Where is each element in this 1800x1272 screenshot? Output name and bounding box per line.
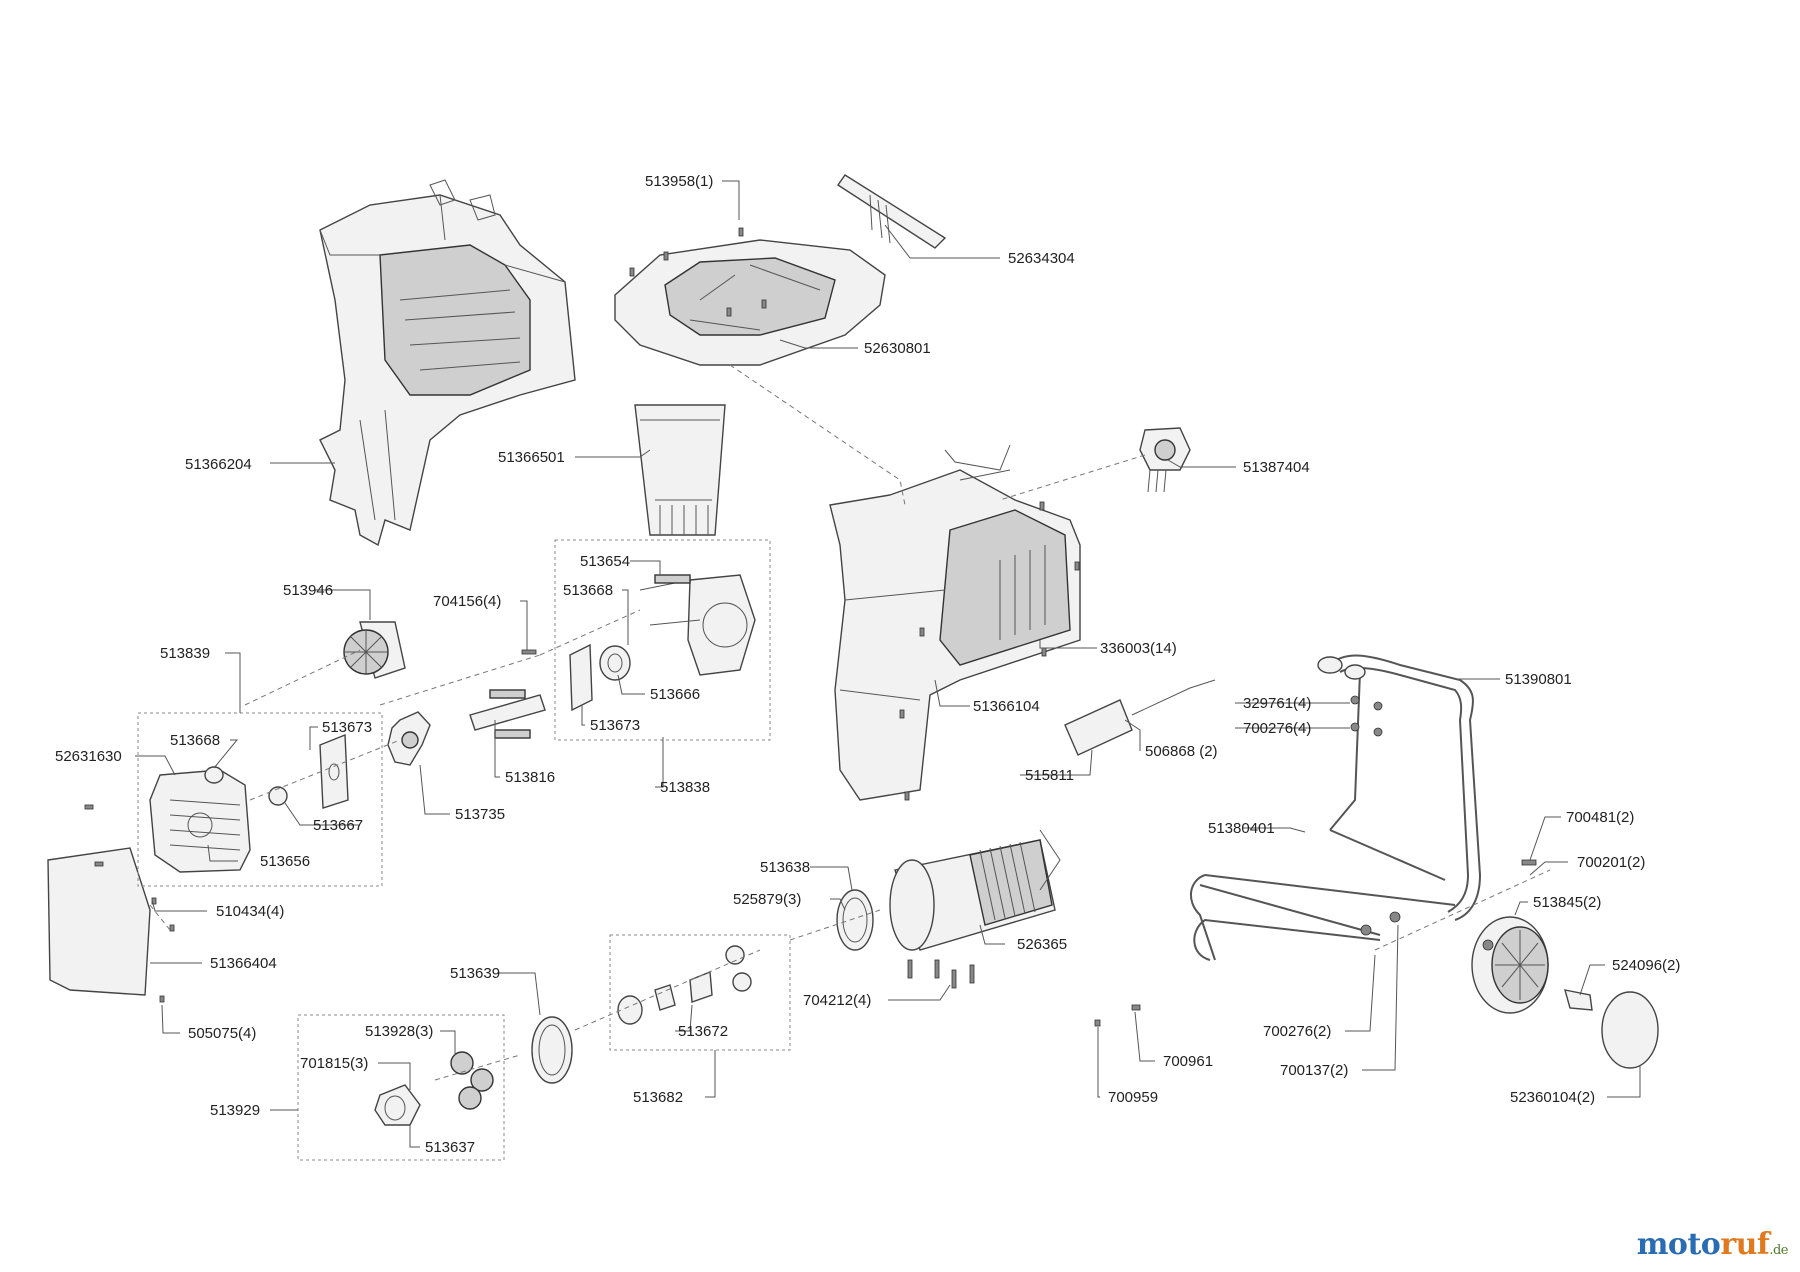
label-513816: 513816 [505,769,555,786]
label-329761: 329761(4) [1243,695,1311,712]
label-513667: 513667 [313,817,363,834]
label-513929: 513929 [210,1102,260,1119]
label-704212: 704212(4) [803,992,871,1009]
label-52360104: 52360104(2) [1510,1089,1595,1106]
label-336003: 336003(14) [1100,640,1177,657]
label-700481: 700481(2) [1566,809,1634,826]
group-box-513682 [609,934,791,1051]
switch-drawing [1139,427,1191,493]
watermark-part-3: .de [1769,1243,1788,1258]
label-52634304: 52634304 [1008,250,1075,267]
label-513839: 513839 [160,645,210,662]
label-515811: 515811 [1025,767,1074,784]
assembly-dash-lines [149,364,1551,1081]
label-700276-lower: 700276(2) [1263,1023,1331,1040]
label-700959: 700959 [1108,1089,1158,1106]
watermark-part-1: moto [1636,1227,1721,1262]
site-watermark: motoruf.de [1636,1227,1789,1262]
label-513845: 513845(2) [1533,894,1601,911]
frame-drawing [1190,654,1482,961]
front-cover-drawing [47,847,151,996]
label-513668-lower: 513668 [170,732,220,749]
leader-lines [135,180,1641,1148]
label-513838: 513838 [660,779,710,796]
label-51380401: 51380401 [1208,820,1275,837]
label-701815: 701815(3) [300,1055,368,1072]
main-housing-drawing [829,444,1081,801]
label-513668-upper: 513668 [563,582,613,599]
gear-housing-drawing [639,574,756,676]
group-box-513929 [297,1014,505,1161]
label-513673-upper: 513673 [590,717,640,734]
label-513638: 513638 [760,859,810,876]
chute-drawing [634,404,726,536]
label-51366501: 51366501 [498,449,565,466]
label-513682: 513682 [633,1089,683,1106]
label-513656: 513656 [260,853,310,870]
label-513946: 513946 [283,582,333,599]
label-700201: 700201(2) [1577,854,1645,871]
washer-513673b-drawing [319,733,349,809]
blade-drawing [343,621,406,679]
label-513928: 513928(3) [365,1023,433,1040]
label-51366404: 51366404 [210,955,277,972]
label-513639: 513639 [450,965,500,982]
label-52631630: 52631630 [55,748,122,765]
label-51390801: 51390801 [1505,671,1572,688]
wheel-drawing [1471,916,1549,1014]
hubcap-drawing [1601,991,1659,1069]
label-52630801: 52630801 [864,340,931,357]
label-513958: 513958(1) [645,173,713,190]
label-526365: 526365 [1017,936,1067,953]
planet-set-drawing [374,1051,494,1126]
bushing-513668b-drawing [204,766,224,784]
bushing-513666-drawing [599,645,631,681]
label-51366204: 51366204 [185,456,252,473]
label-51387404: 51387404 [1243,459,1310,476]
part-labels: 513958(1) 52634304 52630801 51366204 513… [55,173,1680,1156]
lid-drawing [614,239,886,366]
label-506868: 506868 (2) [1145,743,1218,760]
label-51366104: 51366104 [973,698,1040,715]
label-513666: 513666 [650,686,700,703]
label-505075: 505075(4) [188,1025,256,1042]
label-524096: 524096(2) [1612,957,1680,974]
label-700276-upper: 700276(4) [1243,720,1311,737]
watermark-part-2: ruf [1720,1227,1770,1262]
impeller-drawing [387,711,431,766]
hopper-housing-drawing [319,179,576,547]
axle-bolt-drawing [1564,989,1593,1011]
label-513735: 513735 [455,806,505,823]
screw-markers [84,227,1537,1027]
ring-513638-drawing [836,889,874,951]
label-704156: 704156(4) [433,593,501,610]
ring-gear-drawing [531,1016,573,1084]
gear-group-513682-drawing [617,945,752,1025]
label-513672: 513672 [678,1023,728,1040]
washer-513673a-drawing [569,643,593,712]
gear-cover-drawing [149,769,251,873]
label-700137: 700137(2) [1280,1062,1348,1079]
label-513673-lower: 513673 [322,719,372,736]
capacitor-drawing [1064,679,1216,756]
label-513637: 513637 [425,1139,475,1156]
label-513654: 513654 [580,553,630,570]
cover-plate-drawing [837,174,947,249]
group-box-513839 [137,712,383,887]
shaft-513816-drawing [469,689,546,739]
motor-drawing [889,829,1061,951]
bushing-513667-drawing [268,786,288,806]
label-510434: 510434(4) [216,903,284,920]
label-525879: 525879(3) [733,891,801,908]
label-700961: 700961 [1163,1053,1213,1070]
